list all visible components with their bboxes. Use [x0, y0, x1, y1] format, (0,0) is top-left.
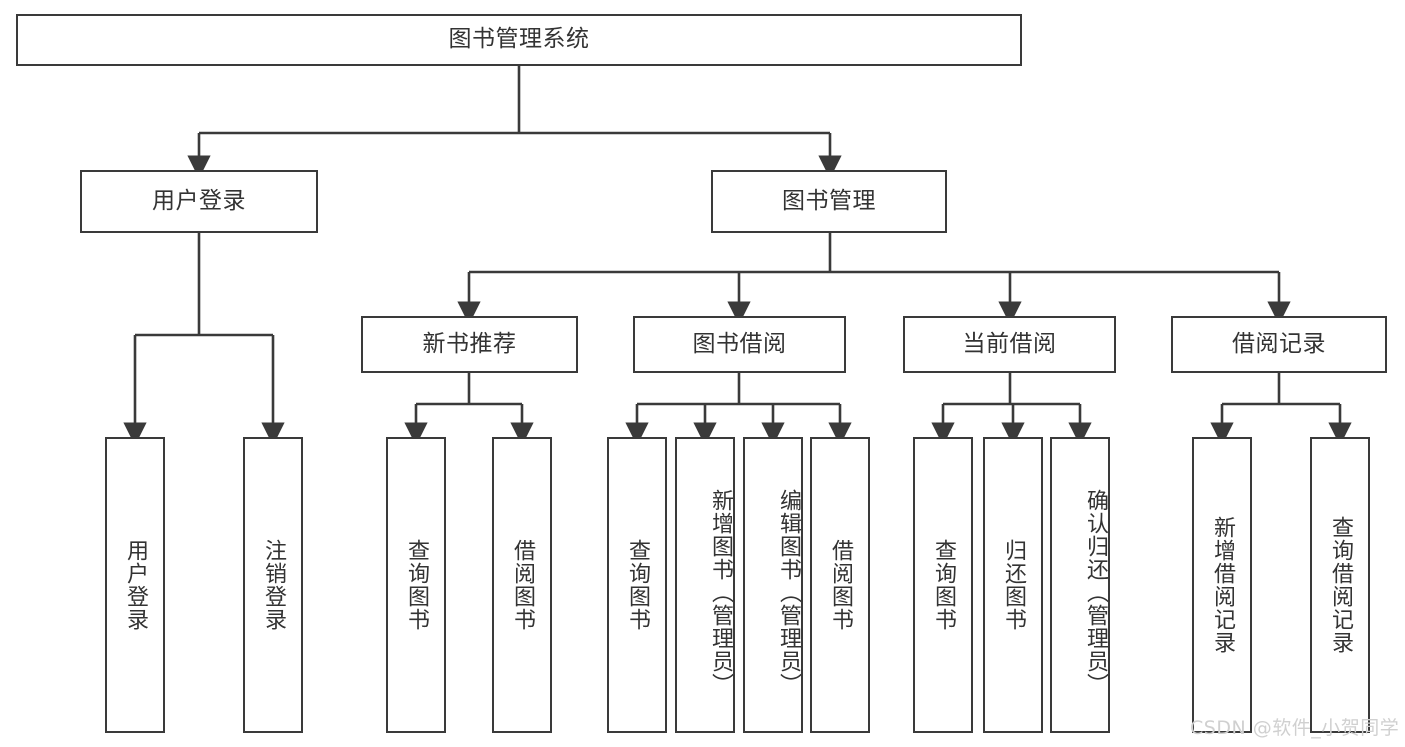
- node-label: 查询图书: [403, 539, 429, 631]
- node-leaf-add-book[interactable]: 新增图书（管理员）: [675, 437, 735, 733]
- node-label: 确认归还（管理员）: [1083, 488, 1108, 696]
- node-label: 图书管理: [782, 187, 876, 214]
- node-borrow-record[interactable]: 借阅记录: [1171, 316, 1387, 373]
- node-leaf-query-book-2[interactable]: 查询图书: [607, 437, 667, 733]
- node-label: 借阅图书: [509, 539, 535, 631]
- node-label: 归还图书: [1000, 539, 1026, 631]
- node-user-login[interactable]: 用户登录: [80, 170, 318, 233]
- node-label: 借阅记录: [1232, 330, 1326, 357]
- node-label: 图书管理系统: [448, 26, 590, 53]
- node-leaf-query-book-3[interactable]: 查询图书: [913, 437, 973, 733]
- node-label: 新增图书（管理员）: [708, 488, 733, 696]
- node-leaf-query-book-1[interactable]: 查询图书: [386, 437, 446, 733]
- node-leaf-query-record[interactable]: 查询借阅记录: [1310, 437, 1370, 733]
- node-leaf-return-book[interactable]: 归还图书: [983, 437, 1043, 733]
- node-book-management-system[interactable]: 图书管理系统: [16, 14, 1022, 66]
- node-label: 当前借阅: [962, 330, 1057, 357]
- node-leaf-edit-book[interactable]: 编辑图书（管理员）: [743, 437, 803, 733]
- node-leaf-borrow-book-1[interactable]: 借阅图书: [492, 437, 552, 733]
- csdn-watermark: CSDN @软件_小贺同学: [1190, 717, 1400, 739]
- node-leaf-user-logout[interactable]: 注销登录: [243, 437, 303, 733]
- node-label: 查询图书: [624, 539, 650, 631]
- node-label: 用户登录: [152, 187, 246, 214]
- node-leaf-user-login[interactable]: 用户登录: [105, 437, 165, 733]
- node-label: 新书推荐: [422, 330, 517, 357]
- node-current-borrow[interactable]: 当前借阅: [903, 316, 1116, 373]
- node-leaf-confirm-return[interactable]: 确认归还（管理员）: [1050, 437, 1110, 733]
- node-label: 图书借阅: [692, 330, 787, 357]
- node-label: 用户登录: [122, 539, 148, 631]
- node-leaf-borrow-book-2[interactable]: 借阅图书: [810, 437, 870, 733]
- node-label: 查询图书: [930, 539, 956, 631]
- node-label: 查询借阅记录: [1327, 516, 1353, 654]
- node-label: 借阅图书: [827, 539, 853, 631]
- node-label: 新增借阅记录: [1209, 516, 1235, 654]
- node-label: 编辑图书（管理员）: [776, 488, 801, 696]
- node-new-book-recommend[interactable]: 新书推荐: [361, 316, 578, 373]
- node-leaf-add-record[interactable]: 新增借阅记录: [1192, 437, 1252, 733]
- node-label: 注销登录: [260, 539, 286, 631]
- node-book-borrow[interactable]: 图书借阅: [633, 316, 846, 373]
- node-book-management[interactable]: 图书管理: [711, 170, 947, 233]
